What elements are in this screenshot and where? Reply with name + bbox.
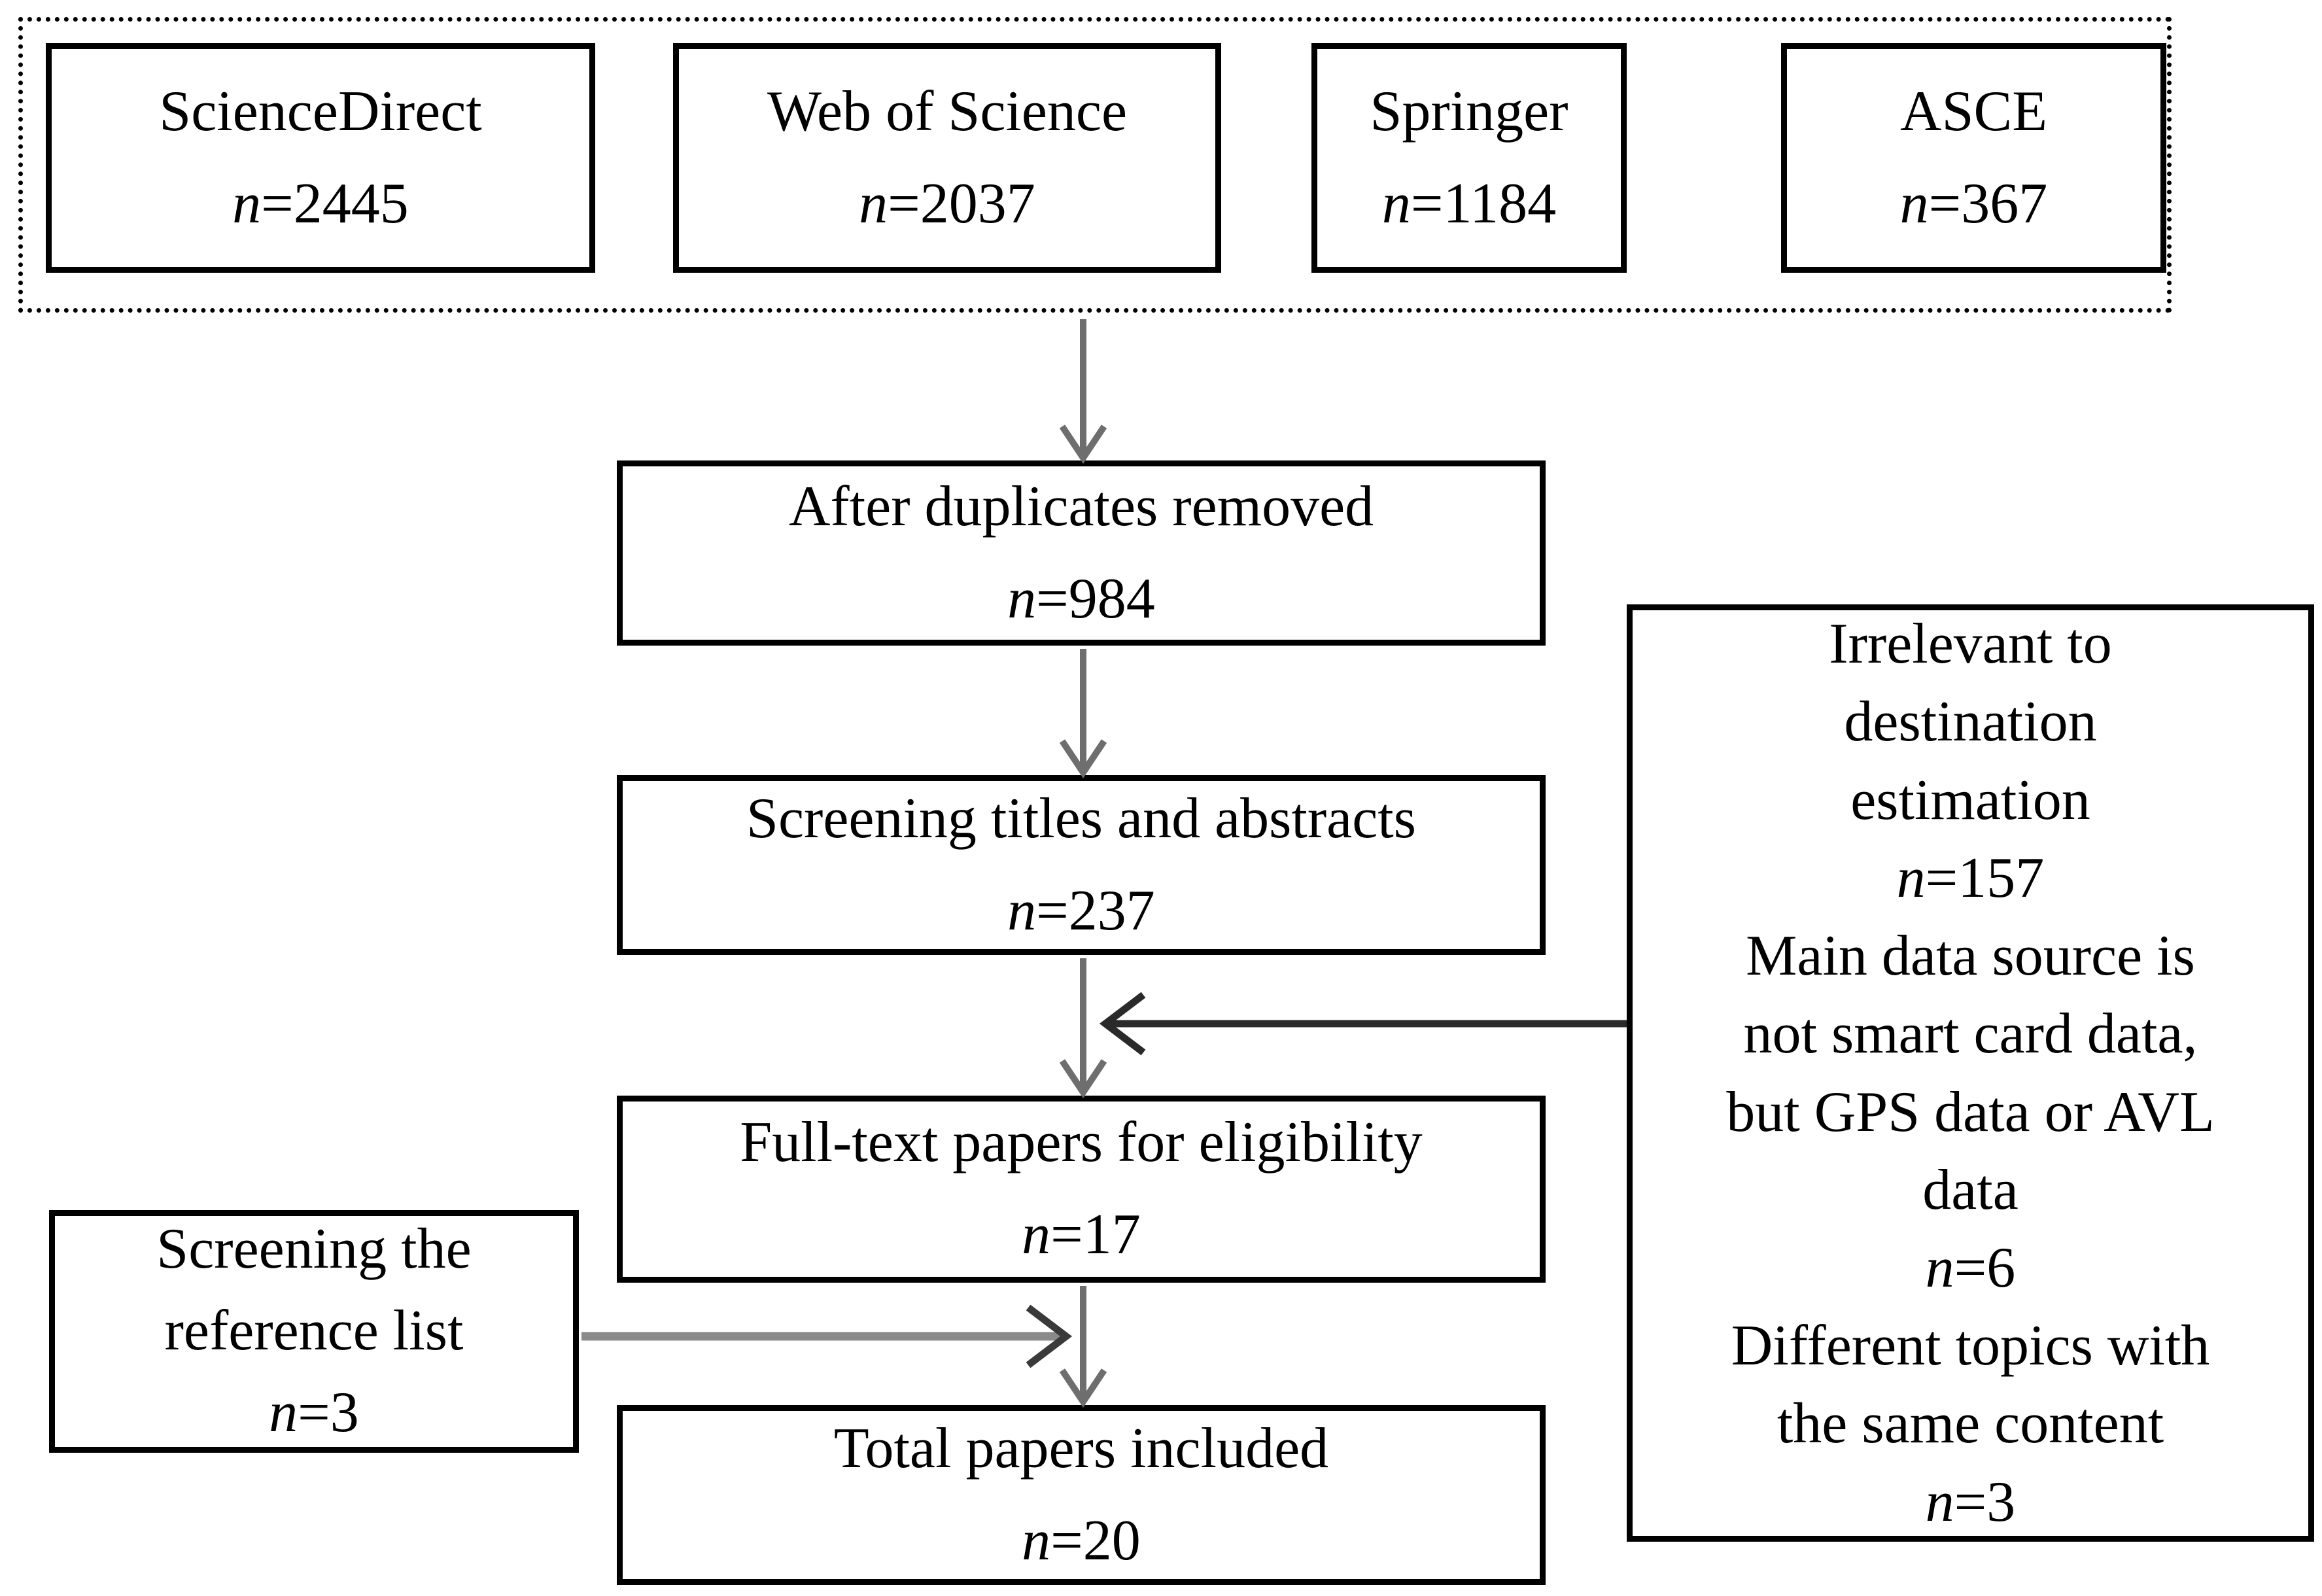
step-label: Total papers included <box>833 1416 1329 1480</box>
source-count: n=2445 <box>232 171 409 235</box>
step-count: n=20 <box>1022 1508 1141 1572</box>
exclusion-line: Irrelevant to <box>1829 612 2112 676</box>
source-label: Web of Science <box>767 79 1127 143</box>
databases-group-frame <box>18 17 2172 313</box>
side-box-exclusion-reasons: Irrelevant to destination estimation n=1… <box>1627 604 2314 1542</box>
side-box-count: n=3 <box>269 1380 359 1444</box>
step-label: Full-text papers for eligibility <box>740 1111 1423 1175</box>
source-count: n=1184 <box>1381 171 1557 235</box>
arrow-sources-to-duplicates <box>1059 319 1107 464</box>
step-box-total-papers-included: Total papers included n=20 <box>617 1405 1546 1585</box>
step-count: n=17 <box>1022 1203 1141 1266</box>
arrow-exclusions-to-flow <box>1099 992 1627 1056</box>
source-box-sciencedirect: ScienceDirect n=2445 <box>46 43 595 273</box>
exclusion-line: estimation <box>1850 768 2090 832</box>
exclusion-line: data <box>1922 1158 2019 1222</box>
exclusion-line: destination <box>1844 690 2097 754</box>
exclusion-count: n=3 <box>1925 1470 2016 1534</box>
exclusion-line: not smart card data, <box>1743 1002 2198 1066</box>
exclusion-line: but GPS data or AVL <box>1726 1080 2215 1144</box>
source-count: n=367 <box>1899 171 2048 235</box>
source-box-asce: ASCE n=367 <box>1781 43 2166 273</box>
arrow-reference-to-flow-head <box>1026 1304 1073 1368</box>
source-label: Springer <box>1370 79 1568 143</box>
exclusion-count: n=6 <box>1925 1236 2016 1300</box>
step-box-full-text-eligibility: Full-text papers for eligibility n=17 <box>617 1096 1546 1283</box>
step-count: n=237 <box>1007 878 1155 943</box>
source-box-springer: Springer n=1184 <box>1311 43 1627 273</box>
exclusion-count: n=157 <box>1896 846 2045 910</box>
side-box-line: Screening the <box>156 1217 472 1281</box>
arrow-screening-to-fulltext <box>1059 958 1107 1099</box>
step-label: After duplicates removed <box>788 474 1374 538</box>
step-count: n=984 <box>1007 566 1155 631</box>
source-label: ScienceDirect <box>159 79 482 143</box>
source-box-web-of-science: Web of Science n=2037 <box>673 43 1221 273</box>
source-count: n=2037 <box>859 171 1035 235</box>
exclusion-line: Main data source is <box>1746 924 2195 988</box>
step-box-after-duplicates-removed: After duplicates removed n=984 <box>617 460 1546 646</box>
source-label: ASCE <box>1900 79 2047 143</box>
arrow-duplicates-to-screening <box>1059 649 1107 779</box>
exclusion-line: Different topics with <box>1731 1314 2210 1378</box>
step-box-screening-titles-abstracts: Screening titles and abstracts n=237 <box>617 775 1546 955</box>
arrow-fulltext-to-total <box>1059 1286 1107 1408</box>
step-label: Screening titles and abstracts <box>746 786 1416 850</box>
side-box-reference-list-screening: Screening the reference list n=3 <box>49 1210 579 1453</box>
side-box-line: reference list <box>164 1299 464 1363</box>
exclusion-line: the same content <box>1776 1392 2164 1456</box>
